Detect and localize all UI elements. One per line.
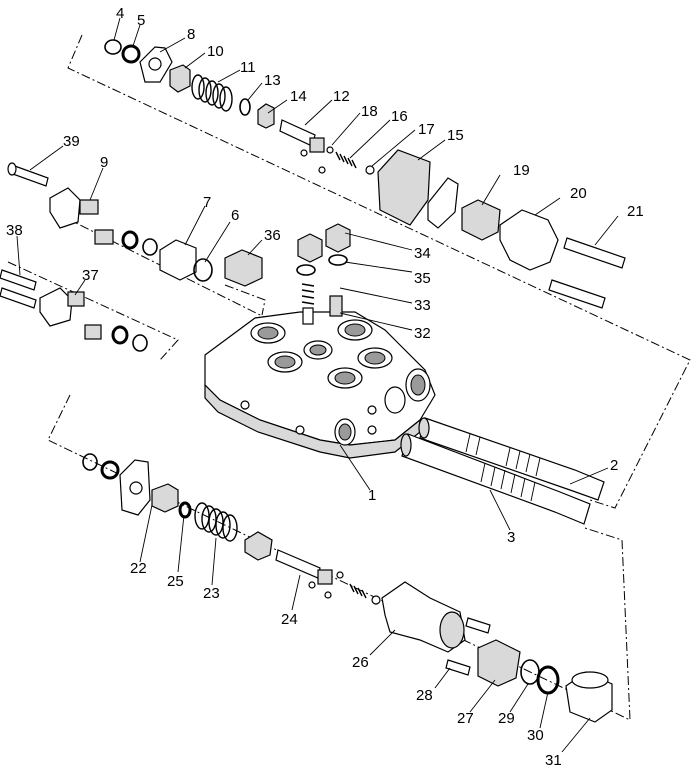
callout-2: 2	[610, 457, 618, 474]
callout-6: 6	[231, 207, 239, 224]
callout-39: 39	[63, 133, 80, 150]
callout-8: 8	[187, 26, 195, 43]
callout-1: 1	[368, 487, 376, 504]
valve-body	[204, 311, 436, 459]
callout-32: 32	[414, 325, 431, 342]
callout-35: 35	[414, 270, 431, 287]
callout-7: 7	[203, 194, 211, 211]
callout-18: 18	[361, 103, 378, 120]
callout-31: 31	[545, 752, 562, 769]
callout-34: 34	[414, 245, 431, 262]
callout-15: 15	[447, 127, 464, 144]
callout-3: 3	[507, 529, 515, 546]
callout-36: 36	[264, 227, 281, 244]
upper-parts	[104, 39, 626, 309]
callout-11: 11	[240, 59, 256, 76]
top-plugs	[296, 223, 351, 325]
spool-lower	[400, 433, 591, 525]
callout-28: 28	[416, 687, 433, 704]
callout-33: 33	[414, 297, 431, 314]
left-parts	[0, 162, 263, 352]
callout-24: 24	[281, 611, 298, 628]
callout-5: 5	[137, 12, 145, 29]
callout-12: 12	[333, 88, 350, 105]
callout-21: 21	[627, 203, 644, 220]
callout-37: 37	[82, 267, 99, 284]
callout-labels: 1 2 3 4 5 6 7 8 9 10 11 12 13 14 15 16 1…	[6, 5, 644, 769]
callout-19: 19	[513, 162, 530, 179]
callout-29: 29	[498, 710, 515, 727]
callout-20: 20	[570, 185, 587, 202]
callout-23: 23	[203, 585, 220, 602]
callout-10: 10	[207, 43, 224, 60]
leader-lines	[16, 17, 619, 753]
callout-4: 4	[116, 5, 124, 22]
callout-25: 25	[167, 573, 184, 590]
callout-22: 22	[130, 560, 147, 577]
callout-27: 27	[457, 710, 474, 727]
callout-38: 38	[6, 222, 23, 239]
callout-30: 30	[527, 727, 544, 744]
callout-13: 13	[264, 72, 281, 89]
callout-9: 9	[100, 154, 108, 171]
callout-16: 16	[391, 108, 408, 125]
callout-14: 14	[290, 88, 307, 105]
lower-parts	[82, 453, 613, 723]
callout-17: 17	[418, 121, 435, 138]
callout-26: 26	[352, 654, 369, 671]
